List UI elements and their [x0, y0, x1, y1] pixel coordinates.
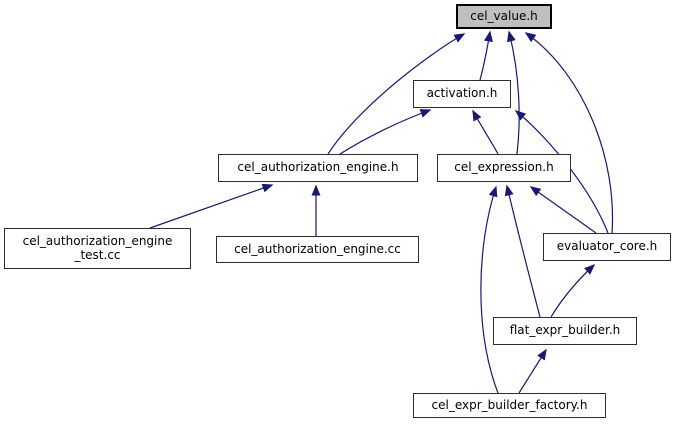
edge-cel-expression-to-cel-value: [506, 30, 520, 155]
node-flat-expr-builder-h[interactable]: flat_expr_builder.h: [493, 317, 637, 345]
node-cel-authorization-engine-test-cc[interactable]: cel_authorization_engine _test.cc: [4, 228, 191, 269]
node-cel-authorization-engine-cc[interactable]: cel_authorization_engine.cc: [216, 236, 419, 263]
edge-flat-expr-to-cel-expression: [504, 184, 541, 318]
edge-cel-auth-engine-to-cel-value: [327, 33, 466, 155]
node-evaluator-core-h[interactable]: evaluator_core.h: [543, 233, 671, 261]
edge-factory-to-cel-expression: [480, 185, 499, 394]
node-cel-expression-h[interactable]: cel_expression.h: [437, 154, 571, 182]
edge-cel-expression-to-activation: [472, 109, 499, 155]
node-activation-h[interactable]: activation.h: [413, 80, 511, 108]
node-cel-expr-builder-factory-h[interactable]: cel_expr_builder_factory.h: [413, 393, 606, 418]
edge-cel-auth-engine-to-activation: [339, 109, 432, 155]
edge-flat-expr-to-evaluator-core: [550, 263, 596, 318]
node-cel-value-h: cel_value.h: [456, 4, 552, 29]
edge-factory-to-flat-expr: [518, 348, 547, 394]
edge-evaluator-core-to-cel-value: [524, 32, 614, 234]
node-cel-authorization-engine-h[interactable]: cel_authorization_engine.h: [218, 154, 418, 182]
edge-activation-to-cel-value: [479, 30, 493, 81]
edge-evaluator-core-to-cel-expression: [529, 186, 597, 234]
edge-auth-test-to-cel-auth-engine: [149, 183, 274, 229]
